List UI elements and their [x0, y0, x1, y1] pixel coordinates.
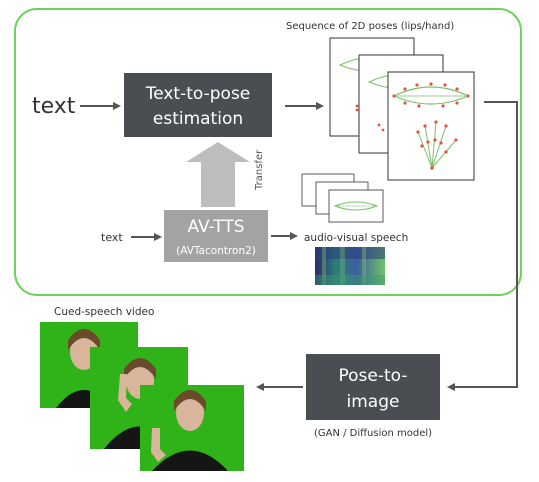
av-lip-frames	[301, 173, 384, 223]
av-tts-box: AV-TTS (AVTacontron2)	[164, 210, 268, 262]
arrow-sequence-to-pose-to-image	[447, 101, 518, 391]
transfer-arrow	[186, 142, 250, 207]
av-tts-subtitle: (AVTacontron2)	[176, 245, 256, 257]
text-to-pose-line2: estimation	[153, 109, 243, 129]
cued-speech-video-frames	[40, 322, 244, 471]
text-input-small: text	[101, 231, 123, 244]
pose-to-image-line1: Pose-to-	[338, 366, 407, 386]
spectrogram-image	[315, 247, 385, 285]
audio-visual-label: audio-visual speech	[304, 232, 408, 244]
pipeline-frame	[14, 8, 522, 296]
pose-to-image-subtitle: (GAN / Diffusion model)	[314, 428, 432, 439]
text-input-main: text	[32, 94, 76, 119]
text-to-pose-line1: Text-to-pose	[145, 84, 251, 104]
hand-pose-icon	[417, 121, 457, 169]
pose-sequence-frames	[329, 37, 475, 181]
av-lips-icon	[333, 201, 379, 211]
video-frame-3	[140, 385, 244, 471]
text-to-pose-box: Text-to-pose estimation	[124, 73, 272, 137]
pose-sequence-label: Sequence of 2D poses (lips/hand)	[286, 21, 454, 32]
pose-to-image-box: Pose-to- image	[306, 354, 440, 420]
av-tts-title: AV-TTS	[187, 217, 244, 237]
transfer-label: Transfer	[254, 149, 265, 191]
video-frame-2	[90, 347, 188, 449]
pose-to-image-line2: image	[347, 392, 400, 412]
cued-speech-label: Cued-speech video	[54, 306, 154, 318]
